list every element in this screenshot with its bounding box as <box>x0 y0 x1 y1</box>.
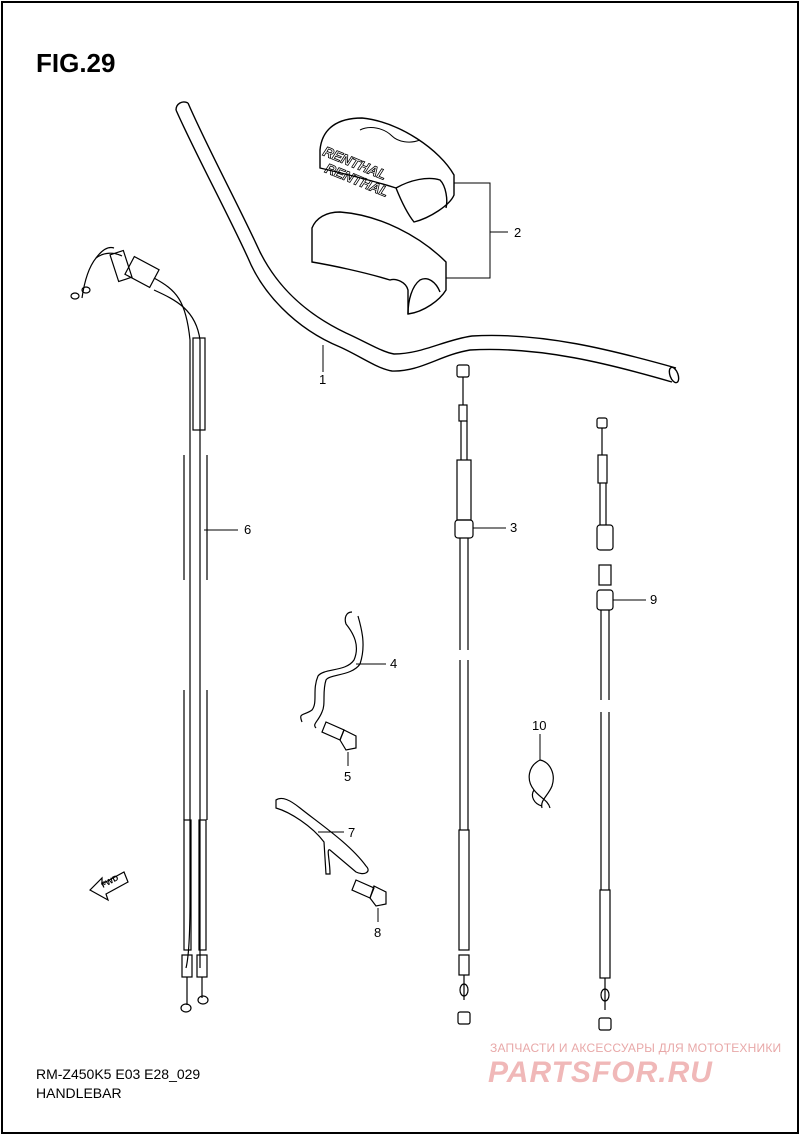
part-number-3: 3 <box>510 520 517 535</box>
clamp-drawing <box>528 759 554 809</box>
watermark-tagline: ЗАПЧАСТИ И АКСЕССУАРЫ ДЛЯ МОТОТЕХНИКИ <box>490 1041 782 1055</box>
bolt-8-drawing <box>351 879 387 907</box>
part-number-6: 6 <box>244 522 251 537</box>
hot-start-cable-drawing <box>596 417 614 1031</box>
part-number-4: 4 <box>390 656 397 671</box>
handlebar-drawing <box>175 101 680 384</box>
cable-guide-7-drawing <box>275 797 369 875</box>
section-name: HANDLEBAR <box>36 1085 122 1101</box>
clutch-cable-drawing <box>454 364 474 1025</box>
throttle-cable-drawing <box>70 246 209 1013</box>
leader-2 <box>446 182 491 279</box>
part-number-1: 1 <box>319 372 326 387</box>
part-number-8: 8 <box>374 925 381 940</box>
part-number-9: 9 <box>650 592 657 607</box>
figure-title: FIG.29 <box>36 48 116 78</box>
watermark-logo: PARTSFOR.RU <box>488 1056 713 1089</box>
handlebar-pad-drawing <box>311 117 455 315</box>
fwd-arrow-icon: FWD <box>89 871 129 902</box>
cable-guide-drawing <box>300 611 364 729</box>
model-code: RM-Z450K5 E03 E28_029 <box>36 1066 201 1082</box>
part-number-10: 10 <box>532 718 546 733</box>
part-number-7: 7 <box>348 825 355 840</box>
bolt-5-drawing <box>321 721 357 751</box>
part-number-2: 2 <box>514 225 521 240</box>
part-number-5: 5 <box>344 769 351 784</box>
